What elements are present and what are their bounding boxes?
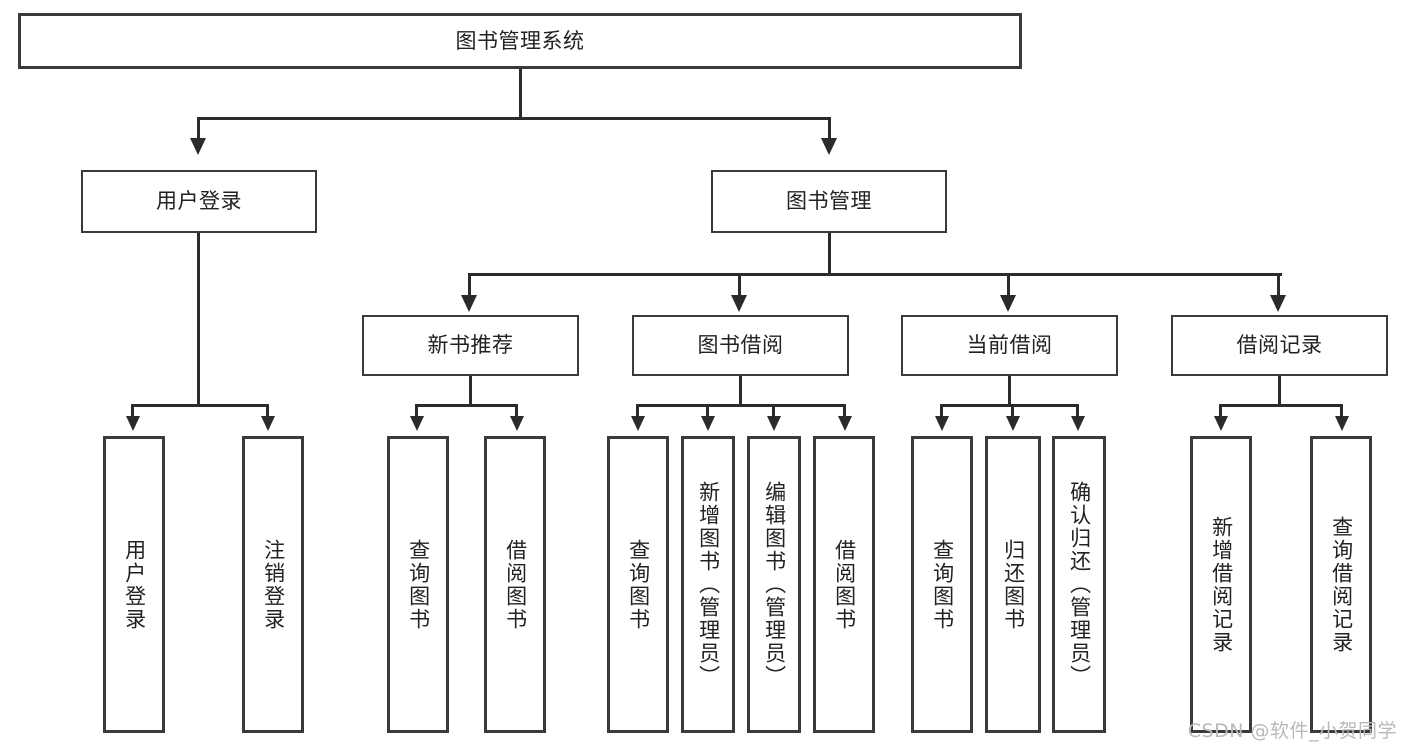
node-label: 确认归还（管理员） (1067, 481, 1092, 688)
node-label: 查询图书 (930, 538, 955, 631)
node-label: 新增图书（管理员） (696, 481, 721, 688)
node-leaf-query-record[interactable]: 查询借阅记录 (1310, 436, 1372, 733)
node-book-manage[interactable]: 图书管理 (711, 170, 947, 233)
connector-bb-bus (636, 404, 846, 407)
connector-root-bus (197, 117, 831, 120)
connector-br-drop-2 (1340, 404, 1343, 418)
connector-br-stem (1278, 376, 1281, 406)
node-label: 新书推荐 (427, 333, 514, 358)
node-label: 编辑图书（管理员） (762, 481, 787, 688)
connector-nbr-drop-1 (415, 404, 418, 418)
node-label: 查询图书 (626, 538, 651, 631)
connector-cb-stem (1008, 376, 1011, 406)
connector-user-login-drop-1 (131, 404, 134, 418)
node-new-book-recommend[interactable]: 新书推荐 (362, 315, 579, 376)
connector-l3-drop-1 (468, 273, 471, 297)
node-label: 查询图书 (406, 538, 431, 631)
node-root-system[interactable]: 图书管理系统 (18, 13, 1022, 69)
node-label: 新增借阅记录 (1209, 515, 1234, 654)
node-label: 图书管理 (786, 189, 872, 214)
connector-cb-drop-3 (1076, 404, 1079, 418)
node-leaf-logout[interactable]: 注销登录 (242, 436, 304, 733)
connector-book-manage-stem (828, 233, 831, 275)
arrow-to-new-book-recommend (461, 295, 477, 312)
node-label: 归还图书 (1001, 538, 1026, 631)
connector-cb-drop-1 (940, 404, 943, 418)
arrow-to-leaf-borrow-book-2 (838, 416, 852, 431)
node-leaf-query-book-2[interactable]: 查询图书 (607, 436, 669, 733)
arrow-to-leaf-query-book-3 (935, 416, 949, 431)
node-label: 借阅图书 (503, 538, 528, 631)
node-leaf-return-book[interactable]: 归还图书 (985, 436, 1041, 733)
node-leaf-query-book-3[interactable]: 查询图书 (911, 436, 973, 733)
node-label: 注销登录 (261, 538, 286, 631)
arrow-to-leaf-query-record (1335, 416, 1349, 431)
node-label: 借阅记录 (1236, 333, 1323, 358)
node-label: 查询借阅记录 (1329, 515, 1354, 654)
connector-cb-bus (940, 404, 1079, 407)
arrow-to-leaf-add-record (1214, 416, 1228, 431)
arrow-to-leaf-return-book (1006, 416, 1020, 431)
node-leaf-edit-book[interactable]: 编辑图书（管理员） (747, 436, 801, 733)
connector-nbr-stem (469, 376, 472, 406)
connector-br-bus (1219, 404, 1343, 407)
node-leaf-query-book-1[interactable]: 查询图书 (387, 436, 449, 733)
arrow-to-leaf-user-login (126, 416, 140, 431)
node-borrow-record[interactable]: 借阅记录 (1171, 315, 1388, 376)
connector-bb-drop-3 (772, 404, 775, 418)
node-label: 用户登录 (156, 189, 242, 214)
connector-root-stem (519, 69, 522, 119)
node-label: 借阅图书 (832, 538, 857, 631)
node-user-login[interactable]: 用户登录 (81, 170, 317, 233)
node-label: 图书管理系统 (455, 28, 585, 53)
arrow-to-book-borrow (731, 295, 747, 312)
node-leaf-add-record[interactable]: 新增借阅记录 (1190, 436, 1252, 733)
node-leaf-add-book[interactable]: 新增图书（管理员） (681, 436, 735, 733)
connector-user-login-drop-2 (266, 404, 269, 418)
arrow-to-leaf-logout (261, 416, 275, 431)
arrow-to-user-login (190, 138, 206, 155)
connector-bb-drop-1 (636, 404, 639, 418)
node-label: 当前借阅 (966, 333, 1053, 358)
node-label: 用户登录 (122, 538, 147, 631)
node-leaf-borrow-book-1[interactable]: 借阅图书 (484, 436, 546, 733)
node-leaf-borrow-book-2[interactable]: 借阅图书 (813, 436, 875, 733)
arrow-to-current-borrow (1000, 295, 1016, 312)
connector-l3-drop-2 (738, 273, 741, 297)
connector-bb-drop-4 (843, 404, 846, 418)
connector-cb-drop-2 (1011, 404, 1014, 418)
arrow-to-borrow-record (1270, 295, 1286, 312)
connector-user-login-stem (197, 233, 200, 406)
arrow-to-leaf-query-book-1 (410, 416, 424, 431)
node-current-borrow[interactable]: 当前借阅 (901, 315, 1118, 376)
connector-nbr-bus (415, 404, 518, 407)
csdn-watermark: CSDN @软件_小贺同学 (1187, 720, 1397, 742)
connector-bb-stem (739, 376, 742, 406)
connector-root-drop-right (828, 117, 831, 140)
connector-bb-drop-2 (706, 404, 709, 418)
arrow-to-leaf-add-book (701, 416, 715, 431)
connector-root-drop-left (197, 117, 200, 140)
node-book-borrow[interactable]: 图书借阅 (632, 315, 849, 376)
connector-br-drop-1 (1219, 404, 1222, 418)
arrow-to-leaf-confirm-return (1071, 416, 1085, 431)
arrow-to-book-manage (821, 138, 837, 155)
node-leaf-confirm-return[interactable]: 确认归还（管理员） (1052, 436, 1106, 733)
node-leaf-user-login[interactable]: 用户登录 (103, 436, 165, 733)
connector-l3-drop-4 (1277, 273, 1280, 297)
node-label: 图书借阅 (697, 333, 784, 358)
connector-l3-drop-3 (1007, 273, 1010, 297)
arrow-to-leaf-edit-book (767, 416, 781, 431)
connector-user-login-bus (131, 404, 269, 407)
arrow-to-leaf-borrow-book-1 (510, 416, 524, 431)
connector-book-manage-bus (468, 273, 1282, 276)
arrow-to-leaf-query-book-2 (631, 416, 645, 431)
connector-nbr-drop-2 (515, 404, 518, 418)
